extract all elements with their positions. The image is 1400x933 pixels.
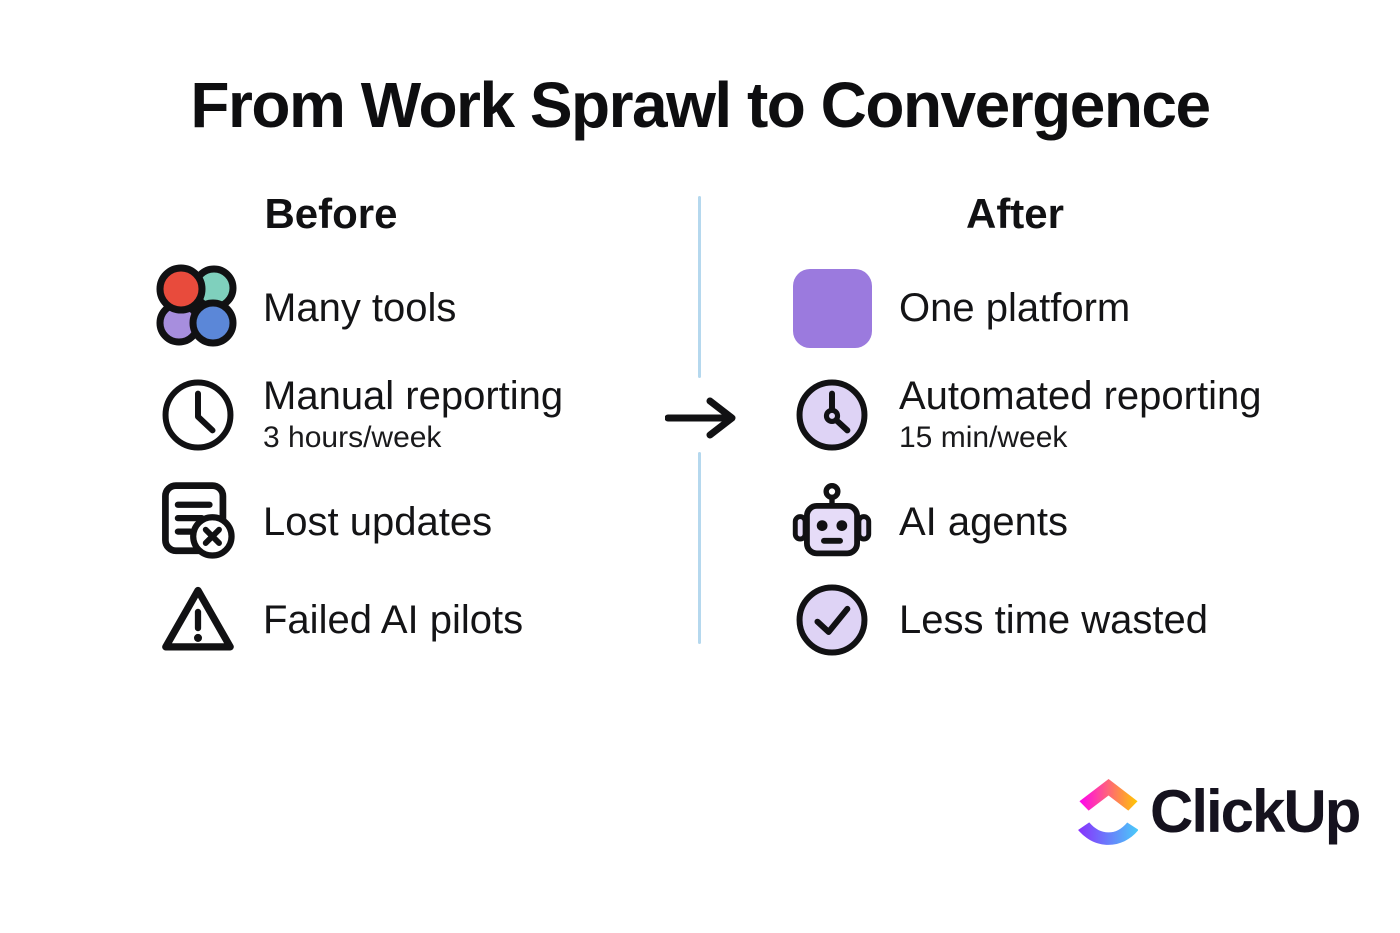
divider-line-top xyxy=(698,196,701,378)
before-row-manual-reporting: Manual reporting 3 hours/week xyxy=(150,367,563,463)
right-arrow-icon xyxy=(664,397,739,444)
before-row-failed-ai-pilots: Failed AI pilots xyxy=(150,572,523,668)
before-row-lost-updates: Lost updates xyxy=(150,474,492,570)
after-item-label: One platform xyxy=(899,286,1131,330)
after-row-automated-reporting: Automated reporting 15 min/week xyxy=(789,367,1261,463)
after-item-label: AI agents xyxy=(899,500,1069,544)
before-column-header: Before xyxy=(264,190,398,237)
before-item-label: Manual reporting xyxy=(263,374,564,418)
before-item-sublabel: 3 hours/week xyxy=(263,421,442,454)
after-row-one-platform: One platform xyxy=(789,260,1130,356)
after-row-less-time-wasted: Less time wasted xyxy=(789,572,1208,668)
clock-filled-icon xyxy=(789,374,875,456)
divider-line-bottom xyxy=(698,452,701,644)
after-row-ai-agents: AI agents xyxy=(789,474,1068,570)
before-item-label: Many tools xyxy=(263,286,457,330)
check-circle-icon xyxy=(789,579,875,661)
page-title: From Work Sprawl to Convergence xyxy=(190,69,1211,141)
clickup-logo-text: ClickUp xyxy=(1150,778,1361,845)
before-item-label: Lost updates xyxy=(263,500,493,544)
clickup-logo-icon xyxy=(1078,779,1138,845)
clock-icon xyxy=(150,374,246,456)
after-column-header: After xyxy=(965,190,1065,237)
after-item-label: Automated reporting xyxy=(899,374,1262,418)
clickup-logo: ClickUp xyxy=(1078,778,1361,845)
after-item-sublabel: 15 min/week xyxy=(899,421,1068,454)
lost-document-icon xyxy=(150,476,246,568)
many-tools-icon xyxy=(150,260,246,356)
platform-square-icon xyxy=(789,268,875,348)
robot-icon xyxy=(789,476,875,568)
before-item-label: Failed AI pilots xyxy=(263,598,524,642)
after-item-label: Less time wasted xyxy=(899,598,1209,642)
warning-triangle-icon xyxy=(150,577,246,663)
before-row-many-tools: Many tools xyxy=(150,260,456,356)
